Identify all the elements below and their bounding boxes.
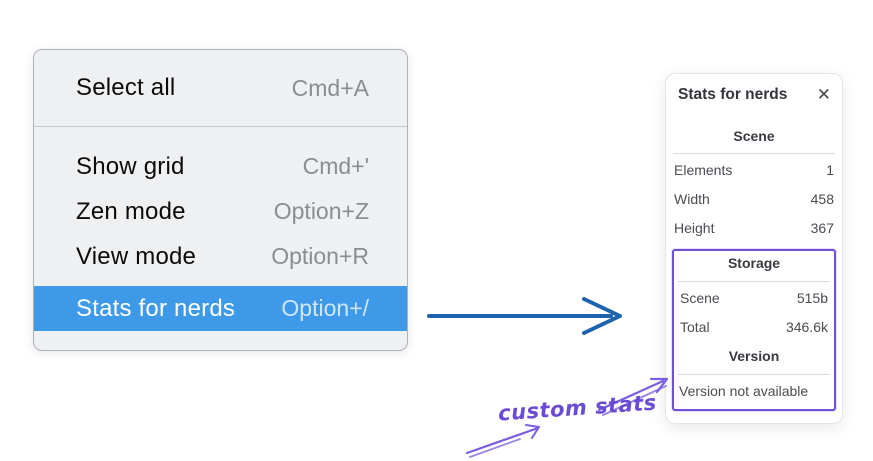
stat-row-elements: Elements 1 — [672, 155, 836, 184]
close-icon[interactable]: ✕ — [816, 84, 831, 105]
stat-label: Height — [674, 219, 715, 236]
stat-label: Total — [680, 318, 710, 335]
menu-item-shortcut: Cmd+A — [291, 74, 369, 101]
menu-item-shortcut: Option+/ — [281, 295, 369, 321]
menu-item-label: Zen mode — [76, 197, 186, 225]
stat-row-storage-total: Total 346.6k — [678, 312, 830, 341]
storage-version-highlight-box: Storage Scene 515b Total 346.6k Version … — [672, 249, 836, 411]
context-menu: Select all Cmd+A Show grid Cmd+' Zen mod… — [33, 49, 408, 351]
menu-item-label: Select all — [76, 74, 176, 101]
menu-divider — [34, 126, 407, 127]
scene-divider — [673, 153, 835, 154]
stat-label: Elements — [674, 161, 733, 178]
menu-item-stats-for-nerds[interactable]: Stats for nerds Option+/ — [34, 286, 407, 331]
menu-item-label: View mode — [76, 242, 197, 270]
storage-heading: Storage — [727, 255, 781, 271]
annotation-arrow-tail-icon — [465, 424, 540, 458]
version-divider — [678, 374, 830, 375]
storage-divider — [678, 281, 830, 282]
menu-item-label: Show grid — [76, 152, 185, 180]
menu-section-bottom: Show grid Cmd+' Zen mode Option+Z View m… — [34, 127, 407, 331]
scene-section: Scene Elements 1 Width 458 Height 367 — [672, 126, 836, 242]
stat-label: Width — [674, 190, 710, 207]
menu-item-show-grid[interactable]: Show grid Cmd+' — [34, 144, 407, 189]
stat-value: 346.6k — [785, 318, 828, 335]
stat-row-width: Width 458 — [672, 184, 836, 213]
menu-item-shortcut: Option+Z — [273, 198, 369, 224]
stats-panel: Stats for nerds ✕ Scene Elements 1 Width… — [665, 73, 843, 424]
stat-row-storage-scene: Scene 515b — [678, 283, 830, 312]
custom-stats-annotation: custom stats — [497, 390, 658, 426]
menu-item-select-all[interactable]: Select all Cmd+A — [34, 66, 407, 111]
menu-item-shortcut: Cmd+' — [302, 153, 369, 179]
menu-item-view-mode[interactable]: View mode Option+R — [34, 234, 407, 279]
stats-panel-title: Stats for nerds — [678, 86, 788, 103]
menu-item-zen-mode[interactable]: Zen mode Option+Z — [34, 189, 407, 234]
stat-label: Scene — [680, 289, 720, 306]
stat-value: 515b — [796, 289, 828, 306]
version-heading: Version — [728, 348, 780, 364]
scene-heading: Scene — [733, 128, 775, 144]
arrow-menu-to-panel-icon — [427, 297, 622, 335]
stats-panel-header: Stats for nerds ✕ — [672, 86, 836, 104]
stat-row-height: Height 367 — [672, 213, 836, 242]
menu-item-label: Stats for nerds — [76, 294, 236, 322]
menu-section-top: Select all Cmd+A — [34, 50, 407, 126]
menu-item-shortcut: Option+R — [271, 243, 369, 269]
stat-value: 367 — [810, 219, 834, 236]
stat-value: 1 — [826, 161, 834, 178]
stat-value: 458 — [810, 190, 834, 207]
version-message: Version not available — [679, 383, 809, 399]
